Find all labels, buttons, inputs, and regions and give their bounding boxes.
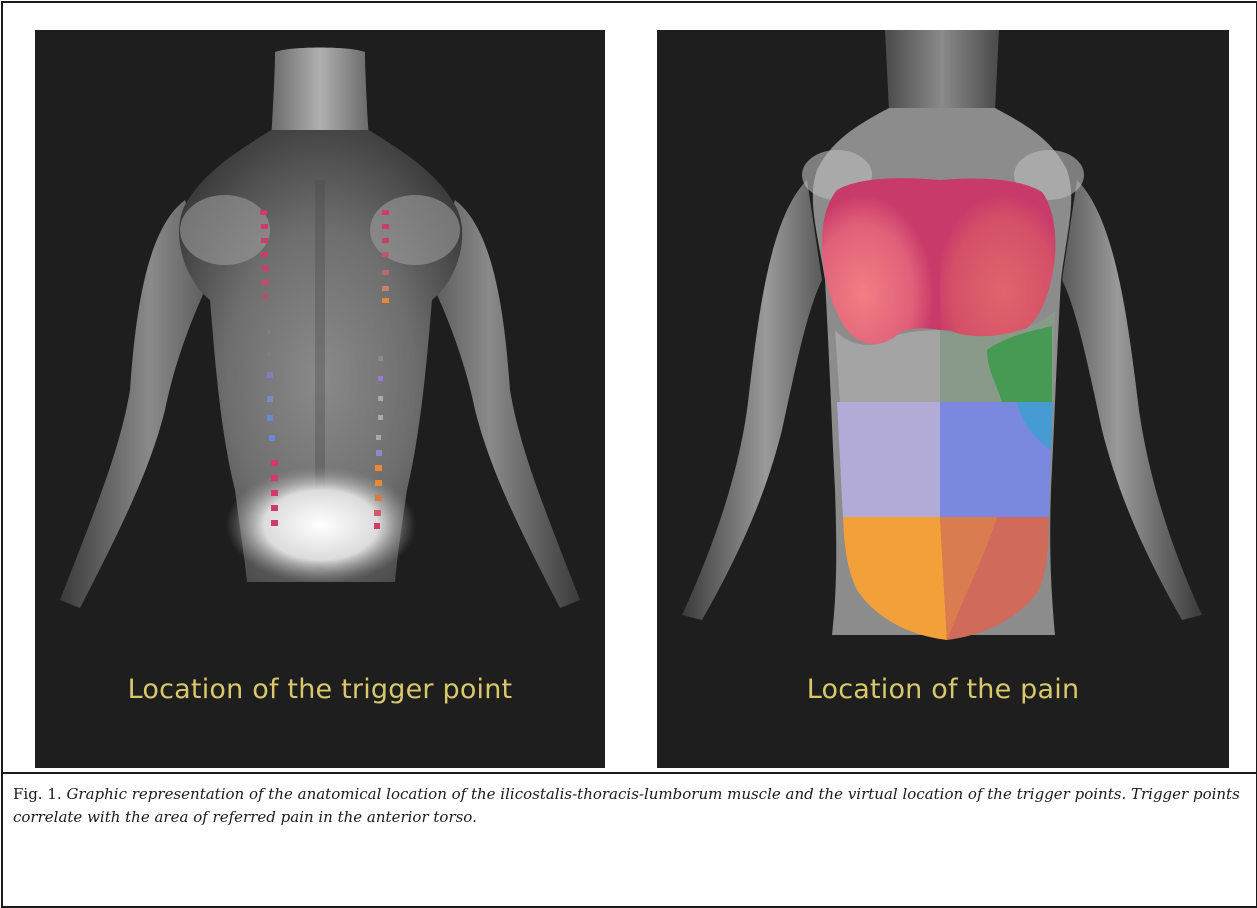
pain-location-panel: Location of the pain: [657, 30, 1229, 768]
lower-back-highlight: [226, 467, 416, 583]
right-arm: [1062, 180, 1202, 620]
pain-location-label: Location of the pain: [657, 674, 1229, 705]
neck: [885, 30, 999, 121]
anterior-torso-illustration: [657, 30, 1229, 768]
neck: [271, 48, 369, 141]
left-arm: [682, 180, 822, 620]
figure-image-area: Location of the trigger point: [3, 3, 1256, 774]
trigger-point-label: Location of the trigger point: [35, 674, 605, 705]
pain-region-abdomen-left: [837, 402, 940, 517]
trigger-point-panel: Location of the trigger point: [35, 30, 605, 768]
figure-caption: Fig. 1. Graphic representation of the an…: [13, 783, 1243, 829]
posterior-torso-illustration: [35, 30, 605, 768]
figure-number: Fig. 1.: [13, 785, 62, 803]
figure-caption-text: Graphic representation of the anatomical…: [13, 785, 1240, 826]
